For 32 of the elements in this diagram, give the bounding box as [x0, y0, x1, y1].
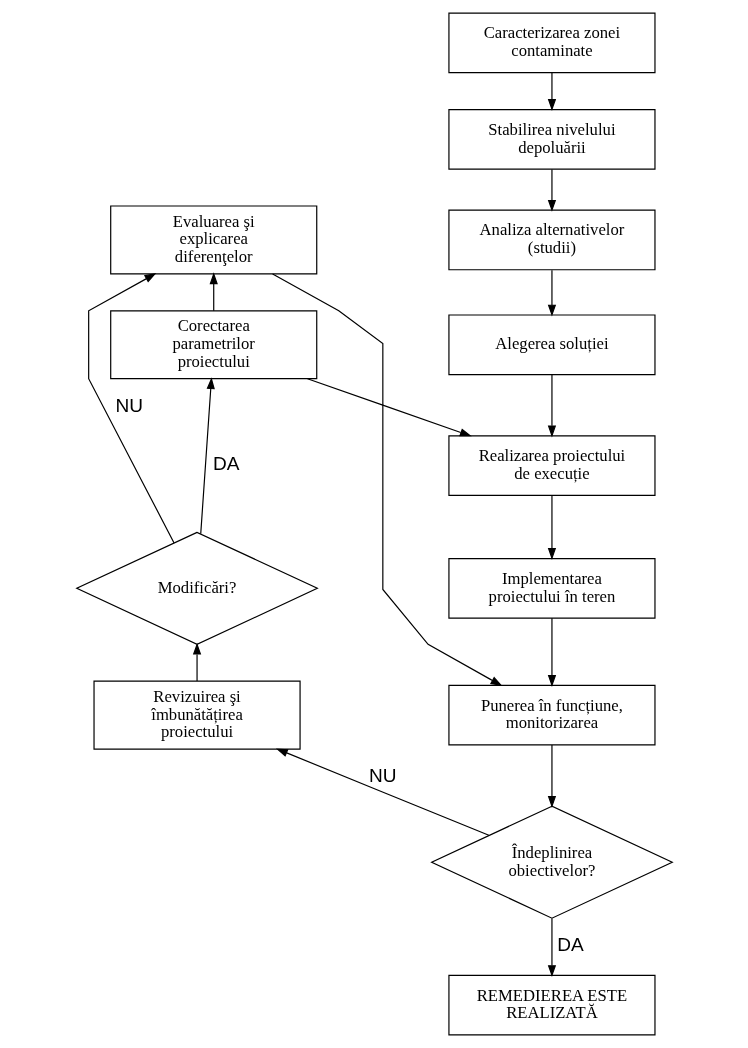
edge-label: DA — [212, 453, 239, 475]
node-box: Implementarea proiectului în teren — [447, 557, 656, 619]
arrow — [547, 917, 556, 978]
arrow — [275, 748, 489, 836]
arrow — [271, 273, 502, 687]
node-box: REMEDIEREA ESTE REALIZATĂ — [447, 974, 656, 1036]
node-box: Corectarea parametrilor proiectului — [109, 310, 317, 380]
node-box: Revizuirea şi îmbunătățirea proiectului — [92, 680, 301, 750]
node-diamond: Modificări? — [74, 531, 319, 645]
node-box: Stabilirea nivelului depoluării — [447, 108, 656, 170]
arrow — [547, 168, 556, 212]
node-diamond: Îndeplinirea obiectivelor? — [429, 805, 674, 919]
edge-label: DA — [556, 934, 584, 956]
arrow — [306, 378, 472, 437]
node-box: Punerea în funcțiune, monitorizarea — [447, 684, 656, 746]
arrow — [192, 642, 201, 682]
edge-label: NU — [114, 394, 143, 416]
node-box: Analiza alternativelor (studii) — [447, 209, 656, 271]
arrow — [547, 72, 556, 112]
arrow — [547, 495, 556, 560]
node-box: Realizarea proiectului de execuție — [447, 435, 656, 496]
node-box: Caracterizarea zonei contaminate — [447, 12, 656, 74]
arrow — [547, 374, 556, 438]
arrow — [87, 273, 175, 544]
arrow — [199, 377, 215, 535]
arrow — [547, 744, 556, 808]
arrow — [547, 617, 556, 688]
node-box: Evaluarea şi explicarea diferenţelor — [109, 205, 317, 275]
arrow — [547, 269, 556, 317]
arrow — [209, 272, 218, 312]
edge-label: NU — [368, 765, 397, 787]
node-box: Alegerea soluției — [447, 314, 656, 376]
